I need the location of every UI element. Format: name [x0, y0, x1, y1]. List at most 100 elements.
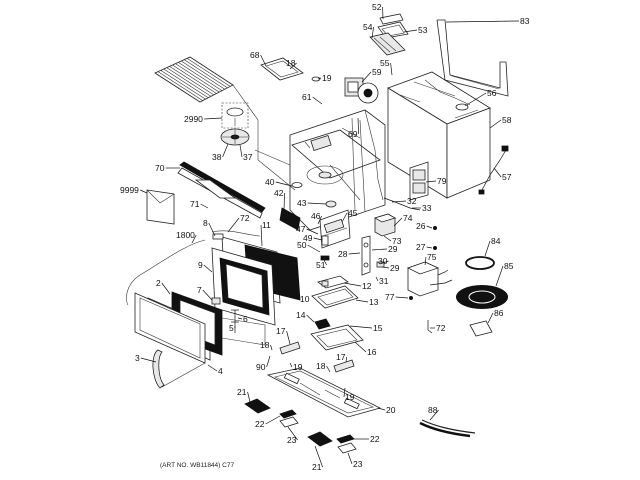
- part-8-switch: [212, 233, 224, 240]
- part-14-filter: [314, 318, 331, 330]
- leader-c28: [348, 252, 361, 255]
- callout-50: 50: [297, 240, 307, 250]
- callout-26: 26: [416, 221, 426, 231]
- part-21-grease-filter-left: [244, 398, 271, 414]
- callout-33: 33: [422, 203, 432, 213]
- callout-17: 17: [336, 352, 346, 362]
- callout-28: 28: [338, 249, 348, 259]
- part-2990-turntable-support: [221, 102, 249, 129]
- callout-40: 40: [265, 177, 275, 187]
- leader-c26: [426, 225, 433, 229]
- leader-c49: [313, 237, 323, 241]
- callout-29: 29: [388, 244, 398, 254]
- part-3-door-handle: [152, 349, 206, 389]
- leader-c20: [377, 407, 386, 411]
- callout-49: 49: [303, 233, 313, 243]
- callout-21: 21: [312, 462, 322, 472]
- callout-2: 2: [156, 278, 161, 288]
- callout-17: 17: [276, 326, 286, 336]
- part-23-filter-frame-left: [279, 416, 299, 428]
- callout-70: 70: [155, 163, 165, 173]
- part-30-switch: [376, 261, 385, 268]
- callout-16: 16: [367, 347, 377, 357]
- leader-c23b: [347, 452, 353, 465]
- callout-22: 22: [370, 434, 380, 444]
- leader-c2990: [204, 117, 223, 120]
- leader-lines: [140, 6, 520, 468]
- callout-4: 4: [218, 366, 223, 376]
- leader-c58: [489, 119, 502, 129]
- leader-c6: [237, 317, 243, 320]
- part-37-turntable-roller: [220, 128, 250, 146]
- part-88-wire-harness: [419, 419, 476, 438]
- leader-c47: [306, 228, 319, 235]
- leader-c4: [207, 364, 218, 372]
- leader-c18c: [326, 365, 331, 373]
- callout-55: 55: [380, 58, 390, 68]
- part-86-pad: [469, 320, 493, 337]
- part-12-sensor-board: [317, 275, 349, 289]
- callout-84: 84: [491, 236, 501, 246]
- leader-c57: [493, 167, 502, 178]
- leader-c71: [200, 203, 209, 209]
- part-6-hinge-pin: [231, 309, 239, 333]
- part-13-base-tray: [311, 285, 359, 309]
- callout-19: 19: [322, 73, 332, 83]
- callout-10: 10: [300, 294, 310, 304]
- leader-c38: [222, 143, 229, 158]
- callout-51: 51: [316, 260, 326, 270]
- callout-53: 53: [418, 25, 428, 35]
- callout-2990: 2990: [184, 114, 203, 124]
- leader-c17a: [286, 330, 291, 345]
- part-42-waveguide-cover: [279, 207, 301, 231]
- callout-23: 23: [353, 459, 363, 469]
- part-72-screw: [427, 320, 433, 334]
- callout-6: 6: [243, 314, 248, 324]
- part-20-bottom-plate: [266, 367, 382, 418]
- leader-c2: [161, 282, 171, 295]
- callout-86: 86: [494, 308, 504, 318]
- leader-c10: [291, 296, 300, 300]
- part-22-charcoal-filter-left: [279, 409, 297, 419]
- part-21-grease-filter-right: [307, 431, 333, 447]
- callout-15: 15: [373, 323, 383, 333]
- callout-74: 74: [403, 213, 413, 223]
- callout-32: 32: [407, 196, 417, 206]
- part-49-relay: [321, 235, 329, 246]
- part-77-screw: [408, 295, 413, 300]
- part-79-control-panel: [409, 161, 429, 201]
- leader-c17b: [345, 356, 347, 363]
- leader-c18a: [289, 62, 297, 70]
- callout-29: 29: [390, 263, 400, 273]
- callout-45: 45: [348, 208, 358, 218]
- callout-13: 13: [369, 297, 379, 307]
- leader-c59: [361, 71, 372, 83]
- part-33-thermal-wire: [383, 197, 421, 211]
- part-84-roller-ring: [465, 256, 495, 270]
- callout-9: 9: [198, 260, 203, 270]
- callout-85: 85: [504, 261, 514, 271]
- part-43-coupler: [325, 200, 337, 208]
- leader-c8: [208, 222, 216, 237]
- callout-59: 59: [372, 67, 382, 77]
- leader-c85: [495, 265, 504, 287]
- callout-27: 27: [416, 242, 426, 252]
- leader-c77: [395, 296, 409, 299]
- callout-47: 47: [296, 224, 306, 234]
- leader-c15: [349, 325, 373, 329]
- part-75-transformer: [406, 261, 453, 297]
- callout-72: 72: [240, 213, 250, 223]
- part-2-outer-door: [134, 291, 223, 364]
- leader-c16: [354, 341, 367, 353]
- leader-c12: [343, 282, 362, 287]
- callout-23: 23: [287, 435, 297, 445]
- callout-71: 71: [190, 199, 200, 209]
- leader-c53: [403, 29, 418, 33]
- callout-9999: 9999: [120, 185, 139, 195]
- leader-c90: [266, 355, 271, 368]
- callout-8: 8: [203, 218, 208, 228]
- part-58-outer-cabinet: [387, 71, 491, 199]
- callout-7: 7: [197, 285, 202, 295]
- oven-cavity: [289, 109, 386, 231]
